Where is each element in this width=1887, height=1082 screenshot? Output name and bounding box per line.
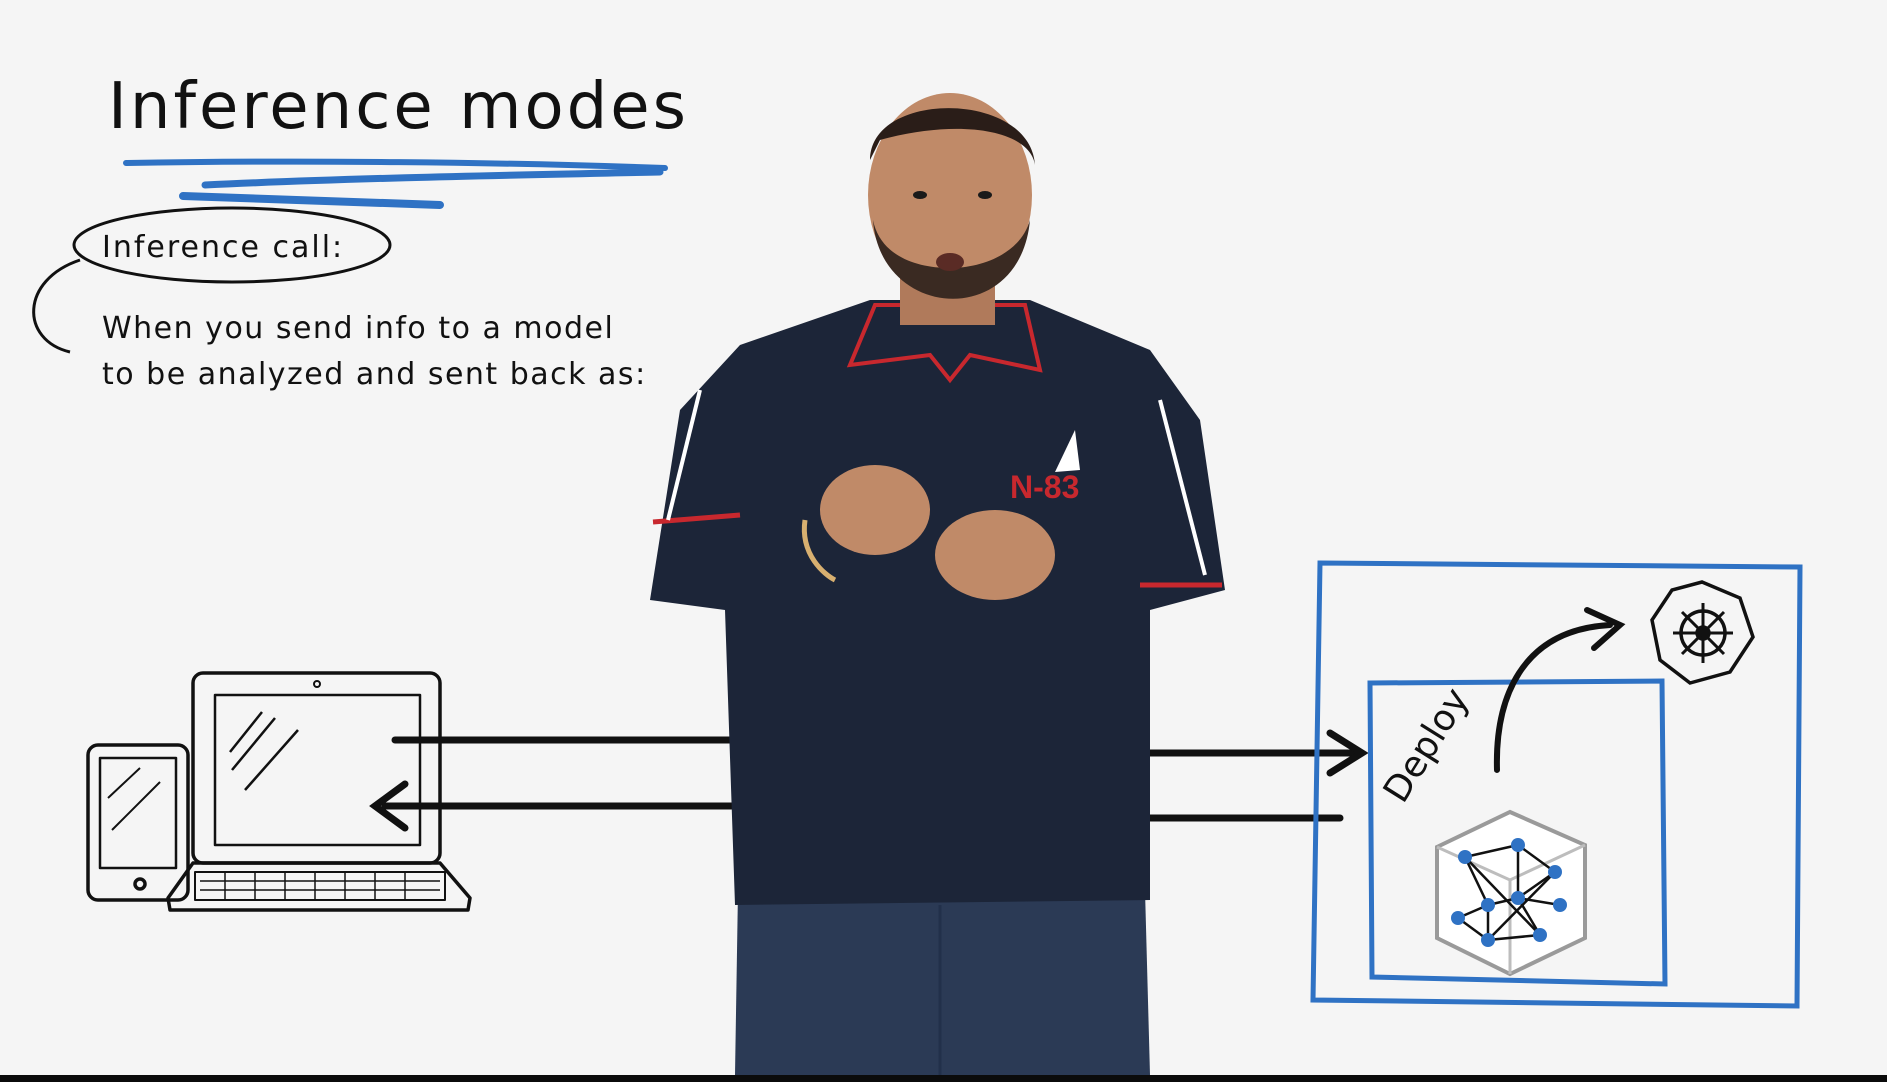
deploy-arrow bbox=[1493, 607, 1626, 773]
deploy-label: Deploy bbox=[1376, 681, 1478, 810]
title-underline bbox=[123, 158, 668, 209]
kubernetes-helm-icon bbox=[1650, 580, 1755, 685]
slide-title: Inference modes bbox=[108, 70, 689, 144]
laptop-and-tablet-icon bbox=[86, 671, 472, 912]
definition-line-1: When you send info to a model bbox=[102, 311, 614, 346]
response-arrow bbox=[369, 780, 1344, 832]
deployment-container bbox=[1310, 560, 1803, 1009]
presenter: N-83 bbox=[650, 93, 1225, 1075]
neural-network-cube-icon bbox=[1435, 809, 1587, 977]
callout-bubble: Inference call: bbox=[32, 206, 392, 354]
definition-line-2: to be analyzed and sent back as: bbox=[102, 357, 647, 392]
callout-label: Inference call: bbox=[102, 230, 344, 265]
video-bottom-edge bbox=[0, 1075, 1887, 1082]
shirt-logo: N-83 bbox=[1010, 469, 1079, 505]
